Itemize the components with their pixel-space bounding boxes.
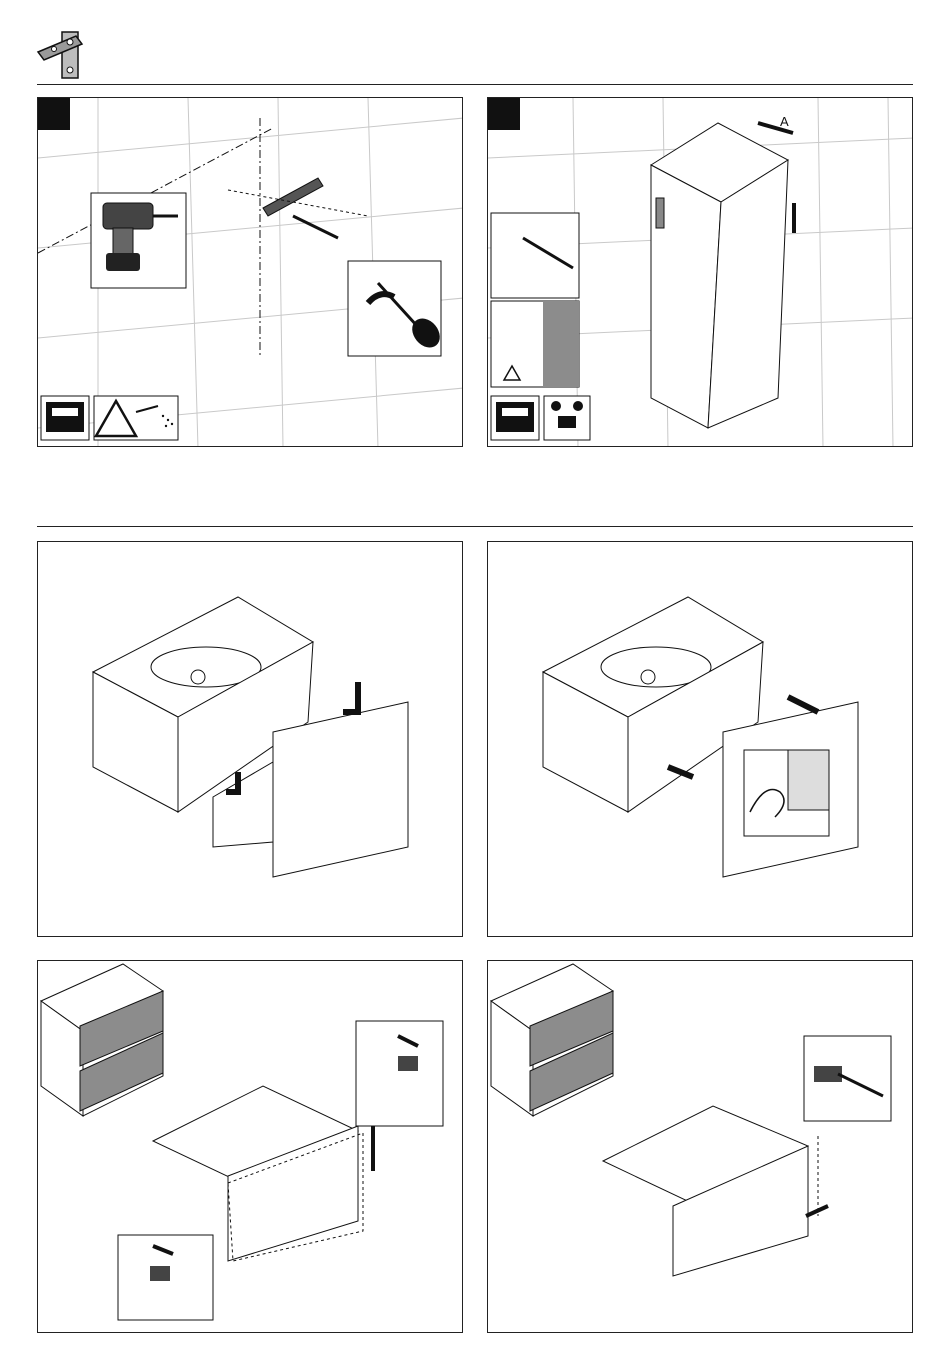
drawer-insert-illustration	[38, 542, 463, 937]
header-rule	[37, 84, 913, 85]
panel-step-4	[487, 541, 913, 937]
panel-step-2: A	[487, 97, 913, 447]
drawer-side-adjust-illustration	[488, 961, 913, 1333]
panel-step-3	[37, 541, 463, 937]
dimension-label: A	[780, 114, 789, 129]
panel-step-1	[37, 97, 463, 447]
hanging-cabinet-illustration: A	[488, 98, 913, 447]
wall-mounting-illustration	[38, 98, 463, 447]
drawer-slide-illustration	[488, 542, 913, 937]
panel-step-6	[487, 960, 913, 1333]
drawer-height-adjust-illustration	[38, 961, 463, 1333]
section-rule	[37, 526, 913, 527]
panel-step-5	[37, 960, 463, 1333]
wall-bracket-icon	[36, 30, 86, 82]
